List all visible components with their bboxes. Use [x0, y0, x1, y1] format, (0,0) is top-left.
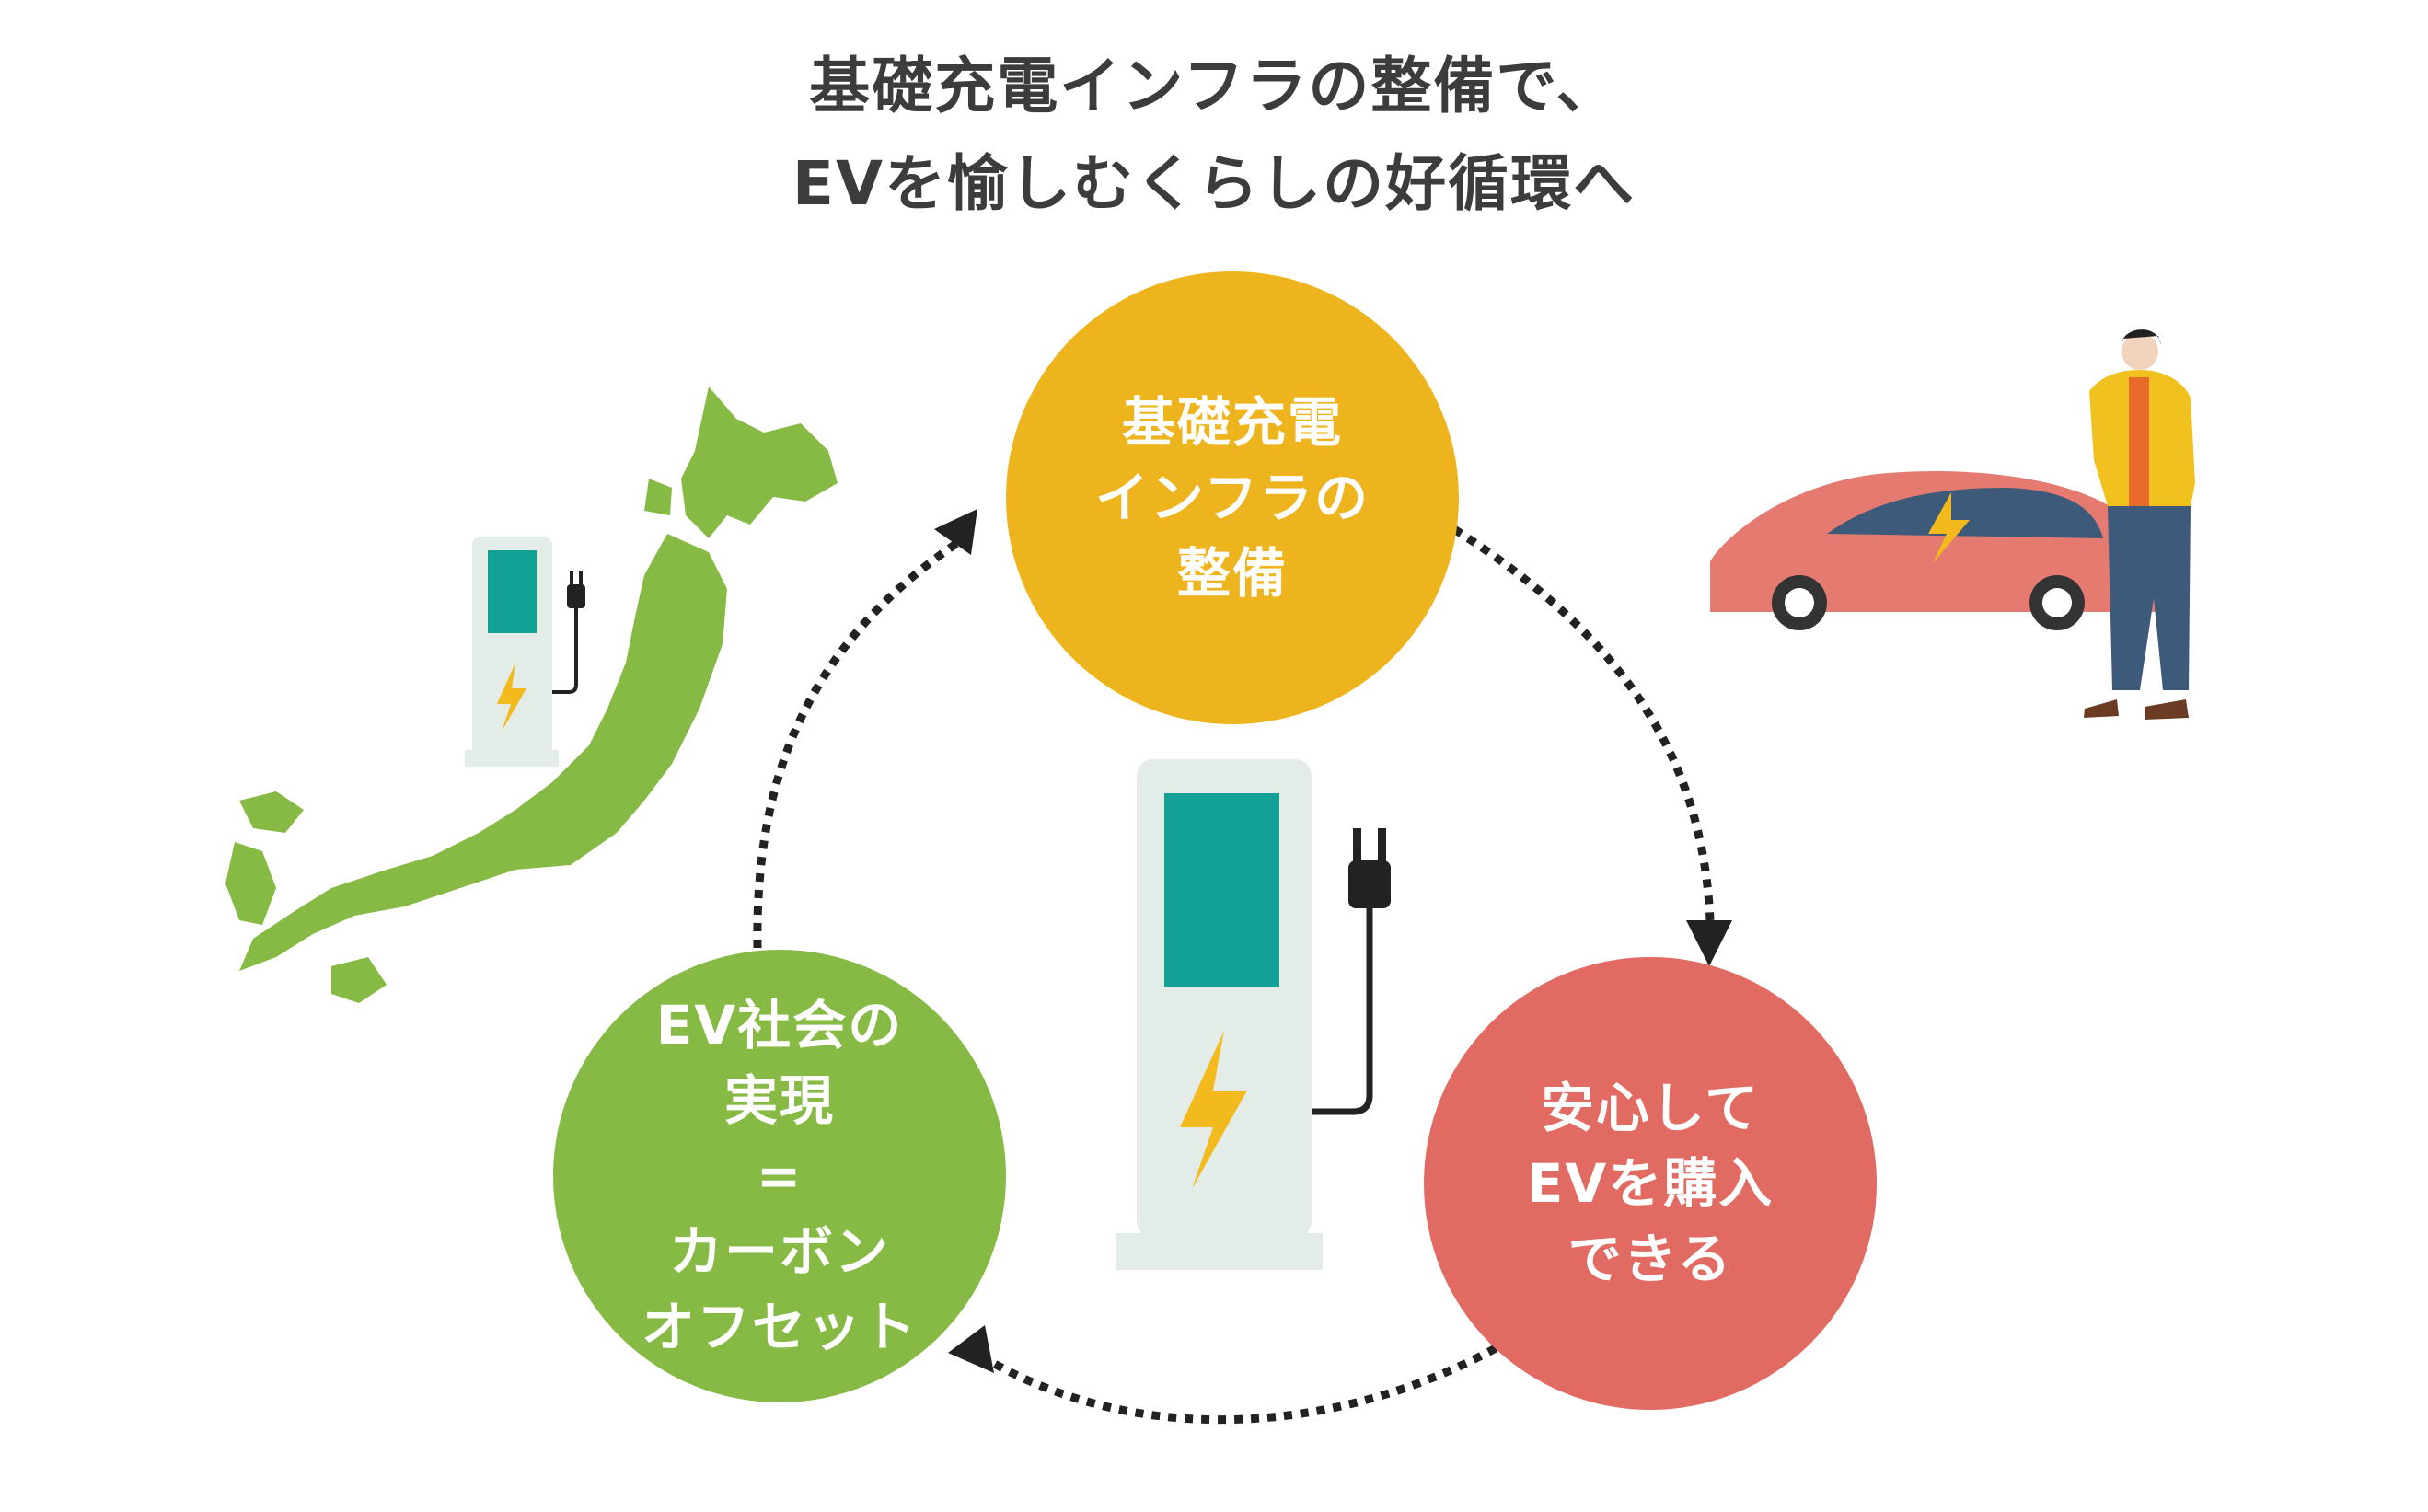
person-icon: [2084, 329, 2195, 720]
cycle-arrows: [753, 525, 1715, 1425]
electric-car-icon: [1710, 470, 2165, 630]
cycle-node-purchase-ev-label: 安心して EVを購入 できる: [1526, 1077, 1775, 1290]
cycle-node-carbon-offset: EV社会の 実現 = カーボン オフセット: [553, 950, 1006, 1402]
japan-map-icon: [225, 387, 838, 1003]
cycle-node-infrastructure-label: 基礎充電 インフラの 整備: [1094, 391, 1370, 605]
arrow-right-to-left: [973, 1345, 1498, 1425]
small-charging-station-icon: [465, 537, 585, 767]
arrowhead-right: [1686, 920, 1732, 966]
title-line-1: 基礎充電インフラの整備で、: [809, 51, 1619, 121]
title-line-2: EVを愉しむくらしの好循環へ: [792, 148, 1636, 219]
arrowhead-left: [948, 1325, 994, 1373]
cycle-node-infrastructure: 基礎充電 インフラの 整備: [1006, 271, 1459, 724]
arrow-left-to-top: [753, 539, 960, 949]
ev-charging-station-icon: [1116, 759, 1391, 1270]
arrowheads: [934, 509, 1732, 1373]
arrowhead-top: [934, 509, 977, 555]
arrow-top-to-right: [1451, 525, 1715, 921]
cycle-node-purchase-ev: 安心して EVを購入 できる: [1424, 957, 1877, 1410]
cycle-node-carbon-offset-label: EV社会の 実現 = カーボン オフセット: [641, 994, 918, 1358]
